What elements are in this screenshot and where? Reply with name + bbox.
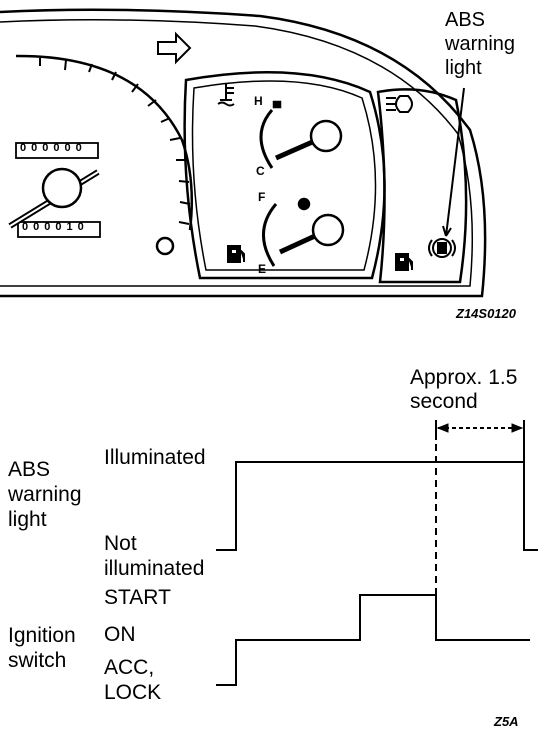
temperature-gauge-scale	[259, 109, 274, 169]
ignition-label-1: Ignition	[8, 624, 76, 647]
duration-arrow-left	[436, 423, 449, 433]
abs-warning-light-icon	[428, 238, 456, 258]
ignition-state-acc: ACC,	[104, 656, 155, 679]
abs-state-not-illuminated-2: illuminated	[104, 557, 205, 580]
timing-chart	[216, 420, 538, 686]
odometer-digits: 000000	[20, 142, 87, 154]
fuel-pump-icon-right	[395, 253, 413, 271]
ignition-label-2: switch	[8, 649, 67, 672]
fuel-pump-icon-left	[227, 245, 245, 263]
gauge-panel-frame	[183, 71, 386, 280]
warning-light-strip	[376, 88, 468, 284]
top-figure-code: Z14S0120	[456, 306, 516, 321]
abs-state-illuminated: Illuminated	[104, 446, 206, 469]
ignition-state-start: START	[104, 586, 171, 609]
cluster-outer-housing	[0, 8, 487, 298]
ignition-state-lock: LOCK	[104, 681, 162, 704]
fuel-empty-letter: E	[258, 262, 267, 276]
coolant-temp-icon	[217, 84, 235, 107]
temp-hot-letter: H	[254, 94, 263, 108]
temp-cold-letter: C	[256, 164, 265, 178]
abs-light-waveform	[216, 461, 538, 551]
temperature-hot-mark	[272, 100, 282, 109]
duration-label-line-1: Approx. 1.5	[410, 366, 518, 389]
gauge-panel-inner	[191, 80, 377, 271]
fuel-full-letter: F	[258, 190, 266, 204]
speedometer-hub	[41, 167, 83, 209]
duration-arrow-right	[511, 423, 524, 433]
abs-state-not-illuminated-1: Not	[104, 532, 137, 555]
ignition-switch-waveform	[216, 594, 530, 686]
abs-callout-label-3: light	[445, 57, 482, 79]
abs-light-label-1: ABS	[8, 458, 51, 481]
fuel-gauge-dot	[297, 197, 311, 211]
duration-label-line-2: second	[410, 390, 478, 413]
abs-light-label-3: light	[8, 508, 47, 531]
temperature-gauge-hub	[309, 119, 343, 153]
abs-callout-label-1: ABS	[445, 9, 486, 31]
speedometer-dial-arc	[15, 54, 194, 231]
instrument-cluster	[0, 8, 487, 298]
odometer-frame	[15, 142, 99, 159]
fuel-gauge-scale	[262, 203, 278, 267]
reset-knob	[155, 236, 175, 256]
fuel-gauge-hub	[311, 213, 345, 247]
bottom-figure-code: Z5A	[494, 714, 519, 729]
abs-light-label-2: warning	[8, 483, 82, 506]
cluster-inner-bezel	[0, 19, 474, 287]
ignition-state-on: ON	[104, 623, 136, 646]
abs-callout-label-2: warning	[445, 33, 516, 55]
headlight-indicator-icon	[386, 95, 413, 113]
abs-callout-leader	[445, 87, 465, 237]
trip-meter-digits: 000010	[22, 221, 89, 233]
turn-signal-arrow-icon	[157, 31, 192, 65]
trip-meter-frame	[17, 221, 101, 238]
